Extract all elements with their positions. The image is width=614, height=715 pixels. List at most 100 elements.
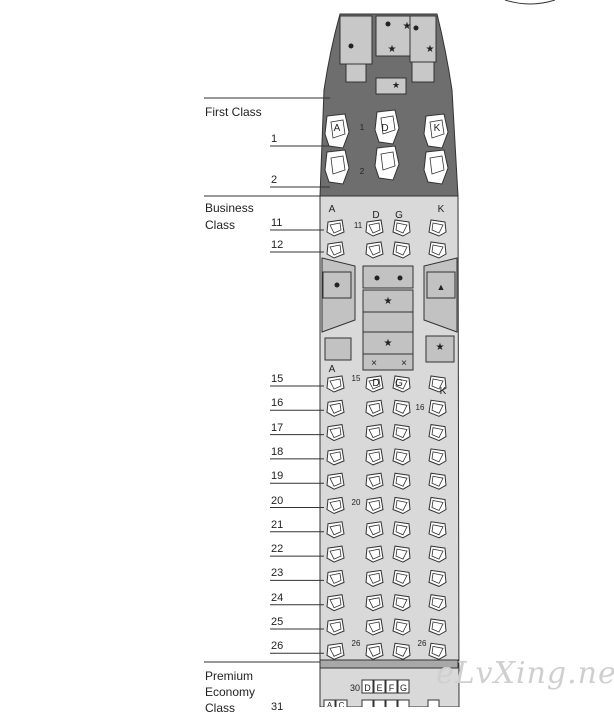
business-seat (326, 545, 345, 563)
premium-label-line2: Economy (205, 685, 256, 699)
business-seat (428, 594, 447, 612)
premium-seat-letter: E (376, 683, 382, 693)
business-seat (326, 472, 345, 490)
business-row-number-inline: 15 (352, 374, 361, 383)
first-class-seat (324, 113, 350, 149)
business-seat (428, 448, 447, 466)
business-seat (428, 375, 447, 393)
premium-seat (361, 699, 374, 707)
row-number-label: 1 (271, 133, 278, 145)
business-seat (428, 219, 447, 237)
business-seat (392, 569, 411, 587)
front-galley: ★ ★ ★ ★ (339, 15, 437, 95)
business-row-number-inline: 26 (352, 639, 361, 648)
business-seat-letter: G (395, 378, 403, 389)
premium-seat (397, 699, 410, 707)
svg-text:★: ★ (426, 44, 435, 55)
business-seat (365, 241, 384, 259)
premium-label-line1: Premium (205, 669, 254, 683)
first-class-seat (324, 149, 350, 185)
row-number-label: 22 (271, 543, 284, 556)
premium-seat (385, 699, 398, 707)
business-seat (428, 618, 447, 636)
business-seat (365, 545, 384, 563)
premium-seat-header (385, 679, 398, 694)
first-class-label: First Class (205, 105, 262, 119)
business-seat-letter: A (329, 364, 336, 375)
row-number-label: 31 (271, 701, 284, 713)
business-seat (392, 472, 411, 490)
premium-seat-header (397, 679, 410, 694)
business-seat (326, 521, 345, 539)
business-seat (326, 241, 345, 259)
business-seat (392, 521, 411, 539)
business-seat (365, 219, 384, 237)
business-seat (365, 496, 384, 515)
business-seat (428, 399, 447, 417)
business-seat (365, 375, 384, 393)
premium-seat-letter: F (389, 683, 395, 693)
business-seat (392, 219, 411, 237)
row-number-label: 25 (271, 616, 284, 628)
first-row-number-inline: 1 (360, 123, 365, 132)
row-number-label: 24 (271, 591, 284, 604)
premium-seat-letter: G (400, 683, 407, 693)
business-seat (428, 424, 447, 442)
business-seat (428, 569, 447, 587)
business-seat (365, 399, 384, 417)
business-seat-letter: A (329, 204, 336, 215)
business-seat (428, 545, 447, 563)
business-seat (365, 594, 384, 612)
business-row-number-inline: 11 (354, 221, 363, 230)
watermark: eLvXing.net (436, 656, 614, 691)
business-seat-letter: D (372, 210, 379, 221)
business-seat (392, 496, 411, 515)
business-row-number-inline: 20 (352, 498, 361, 507)
row-number-label: 18 (271, 445, 284, 458)
business-seat (326, 375, 345, 393)
premium-seat-letter: A (327, 701, 333, 707)
premium-seat (427, 699, 440, 707)
business-seat-letter: K (438, 204, 445, 215)
business-seat (392, 642, 411, 660)
row-number-label: 21 (271, 518, 284, 531)
business-seat (365, 569, 384, 587)
svg-text:★: ★ (392, 80, 400, 90)
mid-galley: ▲ ★ ★ ★ × × (321, 257, 458, 371)
business-seat (428, 521, 447, 539)
business-seat (326, 569, 345, 587)
business-seat-letter: G (395, 210, 403, 221)
business-seat (392, 618, 411, 636)
business-class-cabin (319, 195, 460, 707)
business-row-number-inline: 16 (416, 403, 425, 412)
business-seat (326, 594, 345, 612)
business-seat (326, 448, 345, 466)
business-seat (326, 424, 345, 442)
business-seat (326, 219, 345, 237)
business-seat (365, 618, 384, 636)
business-seat (326, 496, 345, 515)
row-number-label: 2 (271, 174, 278, 186)
business-seat-letter: K (440, 386, 447, 397)
business-seat (392, 594, 411, 612)
row-number-label: 26 (271, 640, 284, 653)
business-seat (365, 521, 384, 539)
business-seat (392, 241, 411, 259)
business-row-number-inline: 26 (418, 639, 427, 648)
business-seat (428, 496, 447, 515)
svg-text:★: ★ (384, 296, 393, 307)
business-class-label-line1: Business (205, 201, 254, 215)
nose-outline (504, 0, 556, 5)
premium-seat-header (323, 699, 336, 707)
first-seat-letter: D (381, 123, 388, 134)
svg-text:×: × (401, 358, 407, 369)
svg-text:★: ★ (388, 44, 397, 55)
business-seat-letter: D (372, 378, 379, 389)
premium-seat-header (373, 679, 386, 694)
premium-label-line3: Class (205, 701, 236, 715)
business-class-seats (326, 219, 447, 660)
business-seat (428, 642, 447, 660)
first-class-seats (324, 109, 449, 185)
